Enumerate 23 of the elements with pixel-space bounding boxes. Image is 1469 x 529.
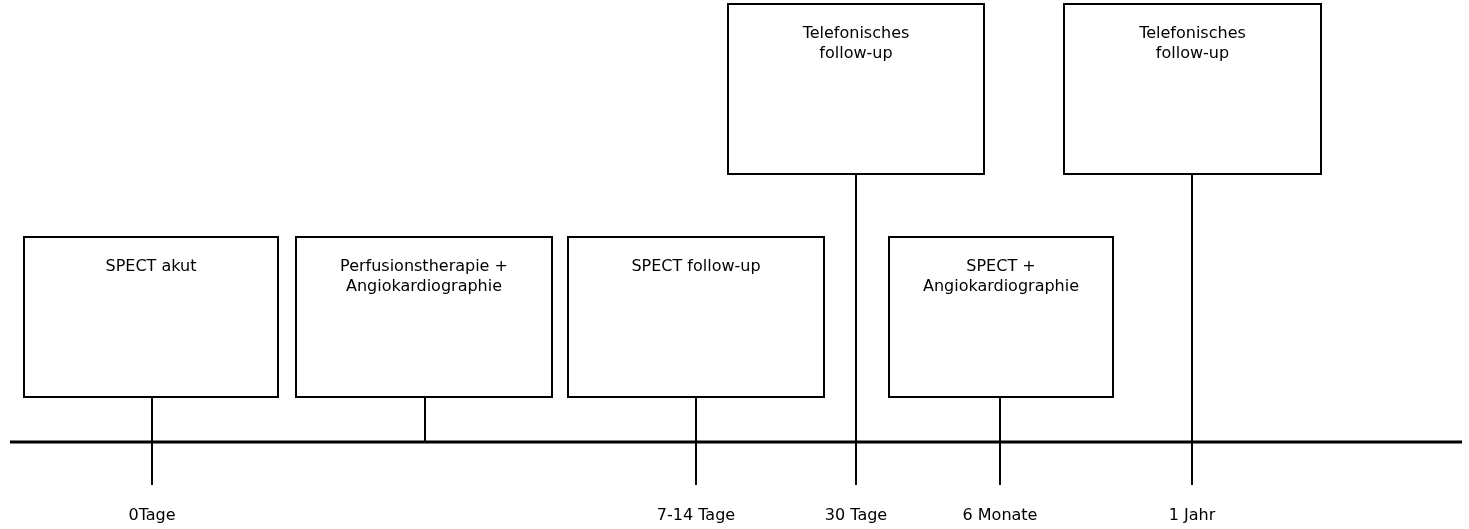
event-box [23, 236, 279, 398]
event-box [1063, 3, 1322, 175]
event-label: SPECT + Angiokardiographie [921, 256, 1081, 296]
event-box [295, 236, 553, 398]
event-label: Telefonisches follow-up [801, 23, 911, 63]
event-box [567, 236, 825, 398]
time-label: 6 Monate [962, 505, 1038, 525]
connector-line [151, 397, 153, 486]
time-label: 7-14 Tage [656, 505, 736, 525]
event-box [727, 3, 985, 175]
event-label: Perfusionstherapie + Angiokardiographie [339, 256, 509, 296]
time-label: 1 Jahr [1168, 505, 1216, 525]
connector-line [424, 397, 426, 443]
event-label: SPECT follow-up [631, 256, 761, 276]
connector-line [855, 174, 857, 486]
time-label: 0Tage [128, 505, 176, 525]
time-label: 30 Tage [824, 505, 888, 525]
connector-line [1191, 174, 1193, 486]
event-box [888, 236, 1114, 398]
event-label: SPECT akut [105, 256, 197, 276]
connector-line [695, 397, 697, 486]
connector-line [999, 397, 1001, 486]
event-label: Telefonisches follow-up [1138, 23, 1247, 63]
